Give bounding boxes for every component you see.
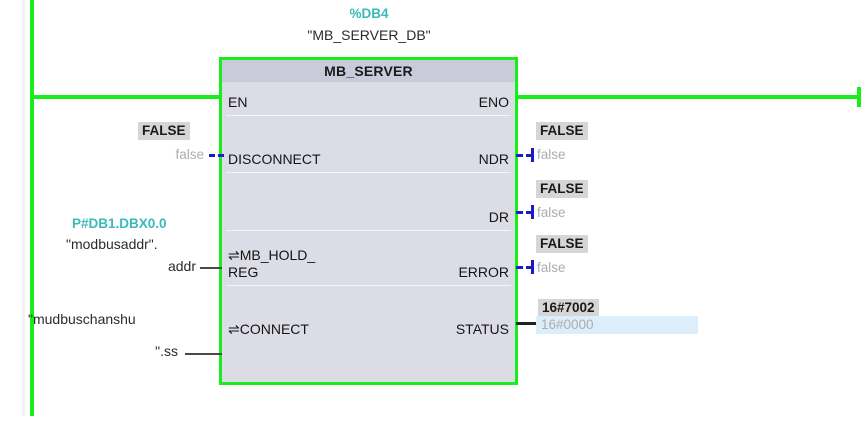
rung-end-cap <box>857 87 861 107</box>
output-tooltip-error: FALSE <box>536 235 588 253</box>
rung-wire-eno[interactable] <box>514 95 861 99</box>
output-value-error[interactable]: false <box>537 260 566 275</box>
power-rail-left[interactable] <box>30 0 34 416</box>
row-separator <box>226 230 511 231</box>
pin-label-mb-hold-reg-line2[interactable]: REG <box>228 264 259 280</box>
instance-db-address[interactable]: %DB4 <box>349 6 389 21</box>
pin-label-dr[interactable]: DR <box>488 209 509 225</box>
output-connector-error-dash1 <box>516 266 523 269</box>
pin-label-status[interactable]: STATUS <box>455 321 509 337</box>
input-connector-mb-hold-reg <box>200 267 222 269</box>
row-separator <box>226 285 511 286</box>
output-connector-status <box>516 322 541 325</box>
output-connector-ndr-dash1 <box>516 154 523 157</box>
function-block-body: EN ENO DISCONNECT NDR DR ⇌MB_HOLD_ REG E… <box>222 82 515 382</box>
output-tooltip-dr: FALSE <box>536 180 588 198</box>
output-value-status[interactable]: 16#0000 <box>536 316 698 334</box>
output-connector-error-dash2 <box>526 266 531 269</box>
output-connector-dr-cap <box>531 205 534 219</box>
output-connector-error-cap <box>531 260 534 274</box>
pin-label-mb-hold-reg-line1[interactable]: ⇌MB_HOLD_ <box>228 247 316 263</box>
output-tooltip-ndr: FALSE <box>536 122 588 140</box>
row-separator <box>226 115 511 116</box>
pin-label-ndr[interactable]: NDR <box>478 151 509 167</box>
output-connector-ndr-cap <box>531 148 534 162</box>
function-block-title: MB_SERVER <box>222 60 515 82</box>
input-name-connect-line1[interactable]: "mudbuschanshu <box>28 311 136 327</box>
pin-label-error[interactable]: ERROR <box>458 264 509 280</box>
rung-wire-en[interactable] <box>30 95 222 99</box>
input-tooltip-disconnect: FALSE <box>138 122 190 140</box>
pin-label-eno[interactable]: ENO <box>478 94 509 110</box>
output-connector-dr-dash1 <box>516 211 523 214</box>
input-connector-disconnect-dash1 <box>209 154 215 157</box>
input-name-mb-hold-reg-line2[interactable]: addr <box>167 258 196 274</box>
output-tooltip-status: 16#7002 <box>538 299 599 317</box>
row-separator <box>226 172 511 173</box>
instance-db-name[interactable]: "MB_SERVER_DB" <box>307 27 431 43</box>
pin-label-connect[interactable]: ⇌CONNECT <box>228 321 309 337</box>
output-connector-ndr-dash2 <box>526 154 531 157</box>
input-name-mb-hold-reg-line1[interactable]: "modbusaddr". <box>66 236 158 252</box>
output-value-ndr[interactable]: false <box>537 147 566 162</box>
pin-label-disconnect[interactable]: DISCONNECT <box>228 151 321 167</box>
output-connector-dr-dash2 <box>526 211 531 214</box>
input-value-disconnect[interactable]: false <box>175 147 204 162</box>
pin-label-en[interactable]: EN <box>228 94 248 110</box>
input-name-connect-line2[interactable]: ".ss <box>155 343 178 359</box>
input-connector-disconnect-dash2 <box>218 154 224 157</box>
power-rail-shadow <box>22 0 25 416</box>
output-value-dr[interactable]: false <box>537 205 566 220</box>
function-block-mb-server[interactable]: MB_SERVER EN ENO DISCONNECT NDR DR ⇌MB_H… <box>219 57 518 385</box>
input-address-mb-hold-reg[interactable]: P#DB1.DBX0.0 <box>72 216 167 231</box>
input-connector-connect <box>185 353 222 355</box>
